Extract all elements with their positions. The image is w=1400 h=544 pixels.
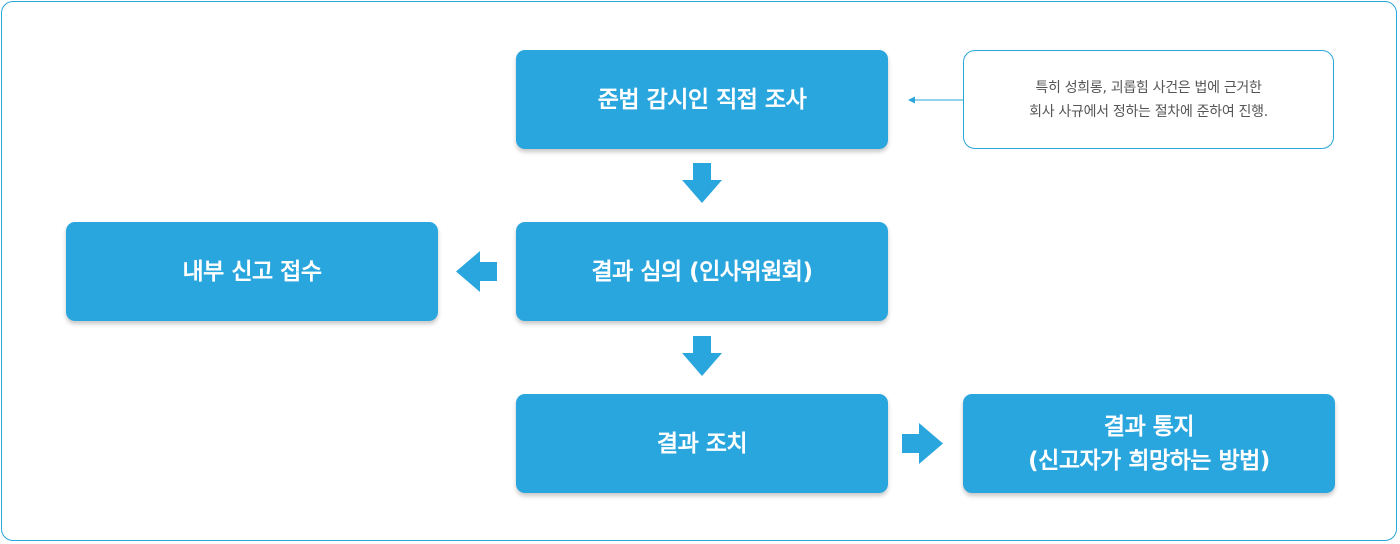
internal-report-label: 내부 신고 접수	[182, 258, 322, 285]
note-line-1: 특히 성희롱, 괴롭힘 사건은 법에 근거한	[1035, 79, 1262, 96]
internal-report-box: 내부 신고 접수	[66, 222, 438, 321]
review-box: 결과 심의 (인사위원회)	[516, 222, 888, 321]
action-box: 결과 조치	[516, 394, 888, 493]
notification-label: 결과 통지 (신고자가 희망하는 방법)	[1028, 413, 1270, 474]
investigation-box: 준법 감시인 직접 조사	[516, 50, 888, 149]
investigation-label: 준법 감시인 직접 조사	[597, 86, 807, 113]
note-box: 특히 성희롱, 괴롭힘 사건은 법에 근거한 회사 사규에서 정하는 절차에 준…	[963, 50, 1334, 149]
note-line-2: 회사 사규에서 정하는 절차에 준하여 진행.	[1029, 103, 1268, 120]
action-label: 결과 조치	[656, 430, 748, 457]
review-label: 결과 심의 (인사위원회)	[591, 258, 813, 285]
notification-box: 결과 통지 (신고자가 희망하는 방법)	[963, 394, 1335, 493]
